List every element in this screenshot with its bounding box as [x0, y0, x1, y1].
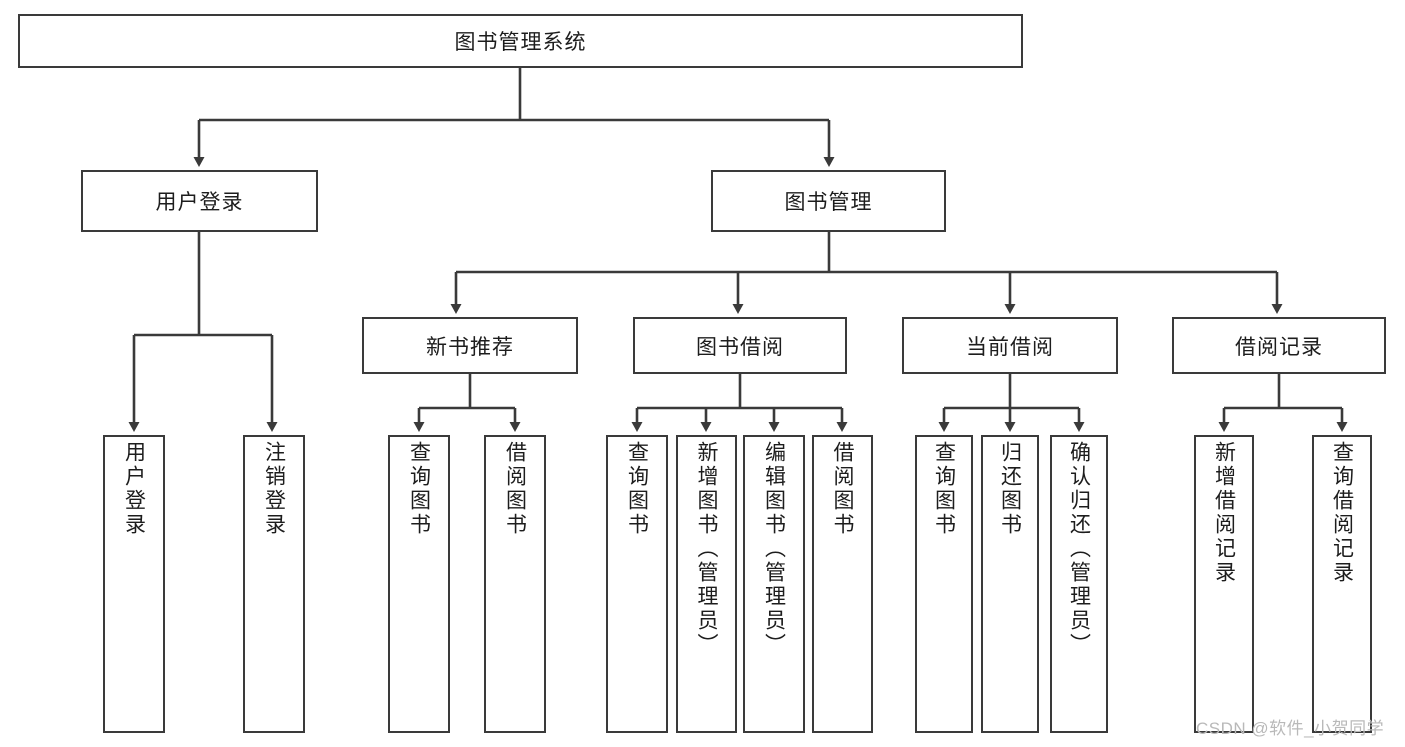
node-current-borrow[interactable]: 当前借阅: [902, 317, 1118, 374]
node-label: 用户登录: [155, 191, 244, 214]
node-leaf-borrow-edit-book-admin[interactable]: 编辑图书（管理员）: [743, 435, 805, 733]
node-label: 新增图书（管理员）: [695, 441, 718, 657]
node-leaf-recommend-query-book[interactable]: 查询图书: [388, 435, 450, 733]
node-label: 当前借阅: [966, 335, 1054, 359]
node-book-borrow[interactable]: 图书借阅: [633, 317, 847, 374]
node-leaf-borrow-borrow-book[interactable]: 借阅图书: [812, 435, 873, 733]
node-label: 查询图书: [407, 441, 431, 537]
node-leaf-recommend-borrow-book[interactable]: 借阅图书: [484, 435, 546, 733]
node-leaf-current-confirm-return-admin[interactable]: 确认归还（管理员）: [1050, 435, 1108, 733]
node-user-login[interactable]: 用户登录: [81, 170, 318, 232]
node-label: 图书管理系统: [454, 31, 587, 54]
node-label: 新增借阅记录: [1212, 441, 1236, 585]
node-label: 注销登录: [262, 441, 286, 537]
node-leaf-borrow-add-book-admin[interactable]: 新增图书（管理员）: [676, 435, 737, 733]
node-label: 查询借阅记录: [1330, 441, 1354, 585]
node-leaf-current-return-book[interactable]: 归还图书: [981, 435, 1039, 733]
node-label: 归还图书: [998, 441, 1022, 537]
node-book-manage[interactable]: 图书管理: [711, 170, 946, 232]
node-label: 借阅记录: [1235, 335, 1323, 359]
node-label: 编辑图书（管理员）: [762, 441, 786, 657]
node-borrow-record[interactable]: 借阅记录: [1172, 317, 1386, 374]
node-leaf-record-query-borrow-record[interactable]: 查询借阅记录: [1312, 435, 1372, 733]
node-leaf-user-logout[interactable]: 注销登录: [243, 435, 305, 733]
csdn-watermark: CSDN @软件_小贺同学: [1196, 719, 1385, 738]
node-label: 借阅图书: [503, 441, 527, 537]
node-new-book-recommend[interactable]: 新书推荐: [362, 317, 578, 374]
node-label: 新书推荐: [426, 335, 514, 359]
node-leaf-user-login[interactable]: 用户登录: [103, 435, 165, 733]
node-label: 确认归还（管理员）: [1067, 441, 1091, 657]
node-leaf-borrow-query-book[interactable]: 查询图书: [606, 435, 668, 733]
node-label: 图书管理: [784, 191, 873, 214]
node-label: 借阅图书: [831, 441, 854, 537]
node-leaf-record-add-borrow-record[interactable]: 新增借阅记录: [1194, 435, 1254, 733]
node-label: 查询图书: [932, 441, 956, 537]
node-leaf-current-query-book[interactable]: 查询图书: [915, 435, 973, 733]
node-root-system[interactable]: 图书管理系统: [18, 14, 1023, 68]
node-label: 图书借阅: [696, 335, 784, 359]
node-label: 用户登录: [122, 441, 146, 537]
node-label: 查询图书: [625, 441, 649, 537]
